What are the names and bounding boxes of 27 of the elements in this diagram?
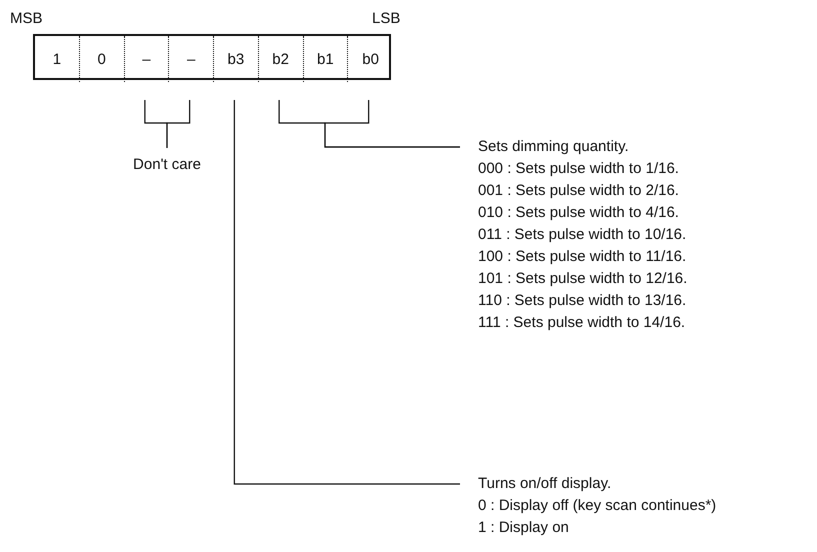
- setting-line: 110 : Sets pulse width to 13/16.: [478, 291, 688, 311]
- leader-line: [234, 100, 460, 485]
- setting-line: 011 : Sets pulse width to 10/16.: [478, 225, 688, 245]
- bit-cell: b3: [214, 36, 259, 82]
- bit-cell: b1: [304, 36, 348, 82]
- setting-line: 100 : Sets pulse width to 11/16.: [478, 247, 688, 267]
- setting-line: 101 : Sets pulse width to 12/16.: [478, 269, 688, 289]
- setting-line: 010 : Sets pulse width to 4/16.: [478, 203, 680, 223]
- bit-order-label: LSB: [372, 10, 400, 27]
- setting-line: 1 : Display on: [478, 518, 570, 538]
- bit-cell: –: [169, 36, 214, 82]
- setting-line: 0 : Display off (key scan continues*): [478, 496, 718, 516]
- bit-cell: 1: [35, 36, 80, 82]
- bit-cell: b0: [348, 36, 393, 82]
- leader-line: [166, 100, 190, 148]
- description-heading: Sets dimming quantity.: [478, 137, 630, 157]
- bit-cell: –: [124, 36, 170, 82]
- note-text: Don't care: [117, 154, 217, 176]
- setting-line: 001 : Sets pulse width to 2/16.: [478, 181, 680, 201]
- bit-order-label: MSB: [10, 10, 43, 27]
- description-heading: Turns on/off display.: [478, 474, 612, 494]
- bit-cell: b2: [258, 36, 304, 82]
- bit-cell: 0: [80, 36, 124, 82]
- register-box: [33, 34, 391, 80]
- setting-line: 000 : Sets pulse width to 1/16.: [478, 159, 680, 179]
- leader-line: [324, 100, 460, 148]
- setting-line: 111 : Sets pulse width to 14/16.: [478, 313, 686, 333]
